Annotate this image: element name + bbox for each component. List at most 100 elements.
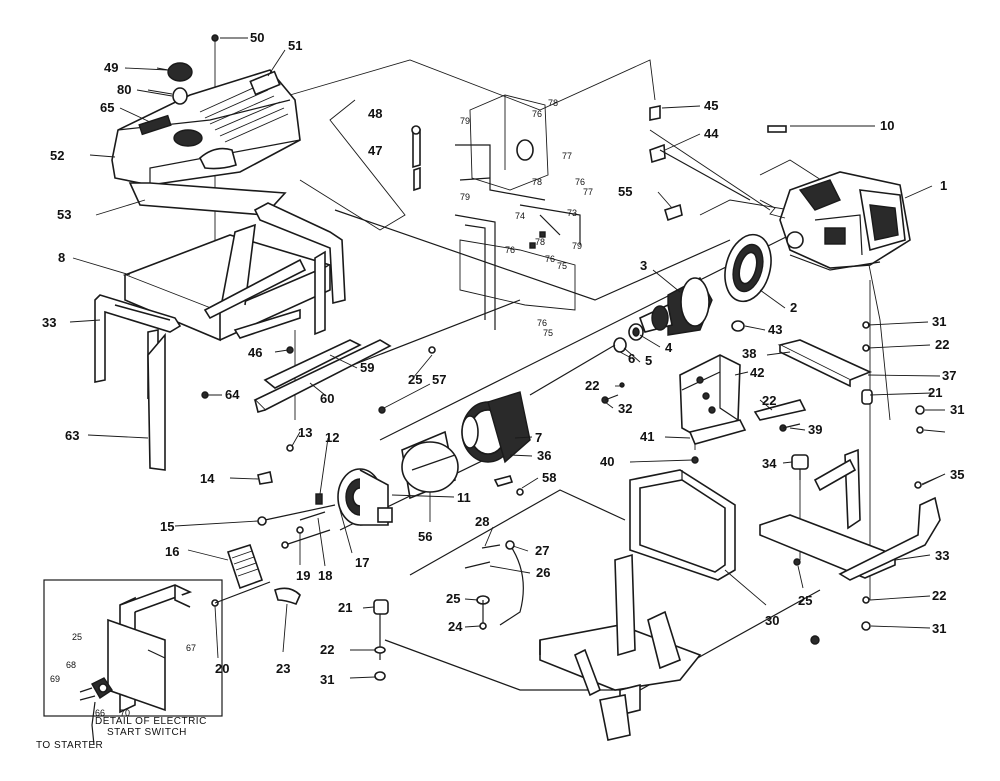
part-label-16: 16 <box>165 544 179 559</box>
inset-label-76-4: 76 <box>545 254 555 264</box>
misc-fasteners <box>201 34 925 645</box>
frame-bracket <box>147 332 166 471</box>
label-leaders <box>69 37 946 679</box>
inset-label-76-5: 76 <box>537 318 547 328</box>
part-label-31-2: 31 <box>950 402 964 417</box>
part-label-80: 80 <box>117 82 131 97</box>
part-label-50: 50 <box>250 30 264 45</box>
part-label-58: 58 <box>542 470 556 485</box>
part-label-21-2: 21 <box>928 385 942 400</box>
inset-label-76-3: 76 <box>505 245 515 255</box>
part-label-60: 60 <box>320 391 334 406</box>
part-label-17: 17 <box>355 555 369 570</box>
fuel-cap <box>147 62 193 105</box>
rotor <box>639 277 713 336</box>
tank-gasket <box>128 182 287 216</box>
part-label-38: 38 <box>742 346 756 361</box>
part-label-44: 44 <box>704 126 719 141</box>
part-label-12: 12 <box>325 430 339 445</box>
inset-label-76-2: 76 <box>575 177 585 187</box>
inset-label-79-2: 79 <box>460 192 470 202</box>
part-label-18: 18 <box>318 568 332 583</box>
end-bell <box>337 468 393 526</box>
detail-caption-2: START SWITCH <box>107 727 187 738</box>
inset-label-79-3: 79 <box>572 241 582 251</box>
part-label-11: 11 <box>457 490 471 505</box>
inset-label-77-2: 77 <box>583 187 593 197</box>
part-label-65: 65 <box>100 100 114 115</box>
part-label-49: 49 <box>104 60 118 75</box>
part-label-40: 40 <box>600 454 614 469</box>
part-label-7: 7 <box>535 430 542 445</box>
lower-hardware <box>373 540 524 681</box>
part-label-25: 25 <box>408 372 422 387</box>
blower-housing <box>724 233 772 303</box>
part-label-31-3: 31 <box>320 672 334 687</box>
control-bracket <box>688 419 747 445</box>
part-label-39: 39 <box>808 422 822 437</box>
part-label-25-2: 25 <box>446 591 460 606</box>
detail-label-25: 25 <box>72 632 82 642</box>
washer-5 <box>613 337 627 353</box>
part-label-30: 30 <box>765 613 779 628</box>
detail-label-68: 68 <box>66 660 76 670</box>
part-label-37: 37 <box>942 368 956 383</box>
part-label-28: 28 <box>475 514 489 529</box>
end-grille <box>226 544 264 590</box>
part-label-22-5: 22 <box>932 588 946 603</box>
rear-support-rail <box>753 339 873 421</box>
part-label-56: 56 <box>418 529 432 544</box>
part-label-41: 41 <box>640 429 654 444</box>
detail-inset <box>43 579 223 746</box>
inset-label-74: 74 <box>515 211 525 221</box>
part-label-4: 4 <box>665 340 673 355</box>
part-label-15: 15 <box>160 519 174 534</box>
inset-label-78: 78 <box>548 98 558 108</box>
part-label-35: 35 <box>950 467 964 482</box>
part-label-32: 32 <box>618 401 632 416</box>
part-label-55: 55 <box>618 184 632 199</box>
small-hardware <box>211 444 336 607</box>
washer-4-hole <box>632 327 640 337</box>
inset-label-77: 77 <box>562 151 572 161</box>
part-label-26: 26 <box>536 565 550 580</box>
detail-label-70: 70 <box>120 708 130 718</box>
part-label-14: 14 <box>200 471 215 486</box>
part-label-5: 5 <box>645 353 652 368</box>
stator <box>461 391 531 464</box>
part-label-34: 34 <box>762 456 777 471</box>
part-label-51: 51 <box>288 38 302 53</box>
base-frame <box>539 553 702 741</box>
inset-label-73: 73 <box>567 208 577 218</box>
part-label-64: 64 <box>225 387 240 402</box>
part-label-2: 2 <box>790 300 797 315</box>
part-label-27: 27 <box>535 543 549 558</box>
part-labels: 1234567810111213141516171819202121222222… <box>42 30 964 687</box>
inset-label-76: 76 <box>532 109 542 119</box>
part-label-20: 20 <box>215 661 229 676</box>
detail-label-66: 66 <box>95 708 105 718</box>
part-label-22: 22 <box>585 378 599 393</box>
inset-label-75-2: 75 <box>543 328 553 338</box>
part-label-1: 1 <box>940 178 947 193</box>
part-label-63: 63 <box>65 428 79 443</box>
inset-label-78-3: 78 <box>535 237 545 247</box>
part-label-57: 57 <box>432 372 446 387</box>
part-label-45: 45 <box>704 98 718 113</box>
inset-label-79: 79 <box>460 116 470 126</box>
part-label-24: 24 <box>448 619 463 634</box>
part-label-8: 8 <box>58 250 65 265</box>
part-label-21: 21 <box>338 600 352 615</box>
part-label-59: 59 <box>360 360 374 375</box>
vibration-mount <box>791 454 809 480</box>
part-label-10: 10 <box>880 118 894 133</box>
part-label-43: 43 <box>768 322 782 337</box>
part-label-3: 3 <box>640 258 647 273</box>
part-label-33-2: 33 <box>935 548 949 563</box>
part-label-47: 47 <box>368 143 382 158</box>
side-rail <box>253 339 392 413</box>
control-panel-inset <box>454 94 581 330</box>
part-label-31-4: 31 <box>932 621 946 636</box>
